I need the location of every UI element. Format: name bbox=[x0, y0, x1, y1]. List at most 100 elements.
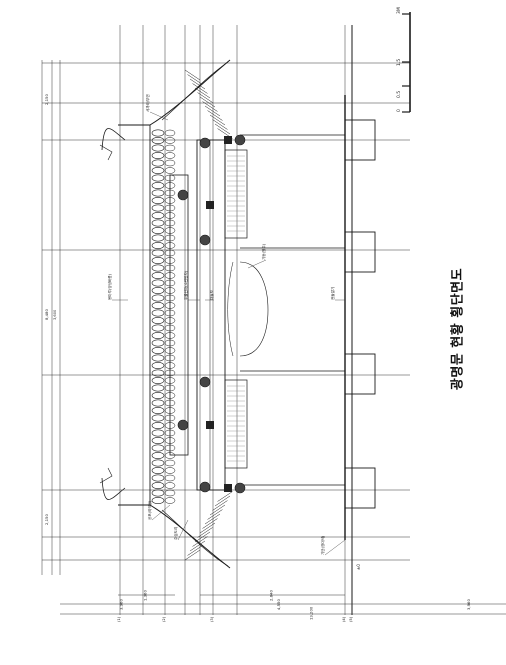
rafter bbox=[217, 128, 233, 139]
roof-tile bbox=[164, 362, 176, 369]
roof-tile bbox=[164, 287, 176, 294]
wall-panel bbox=[224, 379, 248, 469]
roof-tile bbox=[164, 407, 176, 414]
roof-tile bbox=[151, 422, 165, 429]
roof-tile bbox=[164, 414, 176, 422]
roof-tile bbox=[151, 272, 165, 279]
roof-tile bbox=[151, 249, 165, 257]
rafter bbox=[202, 518, 218, 529]
roof-tile bbox=[164, 399, 176, 407]
annotation-label: 주심도리 bbox=[173, 527, 178, 540]
rafter bbox=[187, 545, 203, 556]
purlin-section bbox=[177, 189, 189, 201]
eave-inner-left bbox=[161, 61, 229, 121]
roof-tile bbox=[164, 429, 176, 437]
roof-tile bbox=[164, 294, 176, 302]
roof-tile bbox=[151, 384, 165, 392]
roof-tile bbox=[164, 497, 176, 504]
roof-tile bbox=[164, 317, 176, 324]
eave-inner-right bbox=[161, 509, 229, 567]
roof-tile bbox=[164, 197, 176, 204]
roof-tile bbox=[164, 324, 176, 332]
scale-bar: 00.51.53M bbox=[396, 7, 411, 113]
roof-tile bbox=[151, 474, 165, 482]
roof-tile bbox=[151, 302, 165, 309]
roof-tile bbox=[164, 204, 176, 212]
roof-tile bbox=[164, 249, 176, 257]
leader-line bbox=[149, 111, 169, 121]
dim-text: 3,960 bbox=[119, 599, 124, 610]
upper-beam bbox=[169, 174, 189, 456]
annotation-label: 용마루(양성바름) bbox=[107, 273, 112, 300]
roof-tile bbox=[151, 437, 165, 444]
roof-tile bbox=[151, 257, 165, 264]
roof-tile bbox=[151, 317, 165, 324]
arch-inner bbox=[227, 261, 234, 357]
scale-label: 0 bbox=[396, 109, 402, 112]
leader-line bbox=[247, 259, 267, 269]
roof-tile bbox=[151, 189, 165, 197]
roof-tile bbox=[164, 384, 176, 392]
purlin-section bbox=[199, 234, 211, 246]
purlin-section bbox=[199, 481, 211, 493]
rafter bbox=[197, 92, 213, 103]
roof-tile bbox=[164, 332, 176, 339]
roof-tile bbox=[164, 189, 176, 197]
roof-tile bbox=[164, 377, 176, 384]
base-stone bbox=[344, 231, 376, 273]
rafter bbox=[189, 78, 206, 90]
annotation-label: 대들보 bbox=[209, 289, 214, 300]
rafter bbox=[214, 123, 231, 135]
roof-tile bbox=[151, 309, 165, 317]
rafter bbox=[194, 531, 211, 543]
grid-label: (4) bbox=[342, 616, 346, 622]
roof-tile bbox=[151, 234, 165, 242]
rafter bbox=[204, 105, 221, 117]
roof-tile bbox=[151, 332, 165, 339]
dim-text: 2,840 bbox=[269, 590, 274, 601]
ridge-end bbox=[101, 477, 126, 500]
roof-tile bbox=[164, 167, 176, 174]
rafter bbox=[199, 522, 216, 534]
roof-tile bbox=[151, 339, 165, 347]
roof-tile bbox=[164, 219, 176, 227]
scale-label: 1.5 bbox=[396, 59, 402, 66]
grid-lines bbox=[41, 25, 410, 615]
rafter bbox=[207, 509, 223, 520]
roof-tile bbox=[151, 227, 165, 234]
roof-tile bbox=[151, 279, 165, 287]
dim-text: 1,360 bbox=[143, 590, 148, 601]
rafter bbox=[192, 536, 208, 547]
leader-line bbox=[177, 519, 189, 541]
leader-line bbox=[151, 504, 171, 521]
roof-tile bbox=[151, 429, 165, 437]
roof-tile bbox=[151, 354, 165, 362]
purlin-section bbox=[234, 134, 246, 146]
roof-tile bbox=[164, 354, 176, 362]
dim-text: 13,200 bbox=[309, 606, 314, 620]
roof-tile bbox=[151, 414, 165, 422]
annotation-label: 기둥(원주) bbox=[261, 243, 266, 260]
roof-tile bbox=[151, 347, 165, 354]
roof-tile bbox=[164, 212, 176, 219]
roof-tile bbox=[164, 272, 176, 279]
rafter bbox=[217, 491, 233, 502]
annotation-label: 기단(장대석) bbox=[320, 535, 325, 555]
rafter bbox=[197, 527, 213, 538]
rafter bbox=[212, 119, 228, 130]
roof-tile bbox=[164, 302, 176, 309]
dim-height: 8,480 bbox=[44, 309, 49, 320]
roof-tile bbox=[151, 212, 165, 219]
roof-tile bbox=[151, 362, 165, 369]
roof-tile bbox=[151, 287, 165, 294]
bracket-block bbox=[206, 421, 214, 429]
purlin-section bbox=[177, 419, 189, 431]
roof-tile bbox=[164, 182, 176, 189]
base-stone bbox=[344, 353, 376, 395]
roof-tile bbox=[164, 137, 176, 144]
grid-label: (1) bbox=[117, 616, 121, 622]
rafter bbox=[184, 549, 201, 561]
